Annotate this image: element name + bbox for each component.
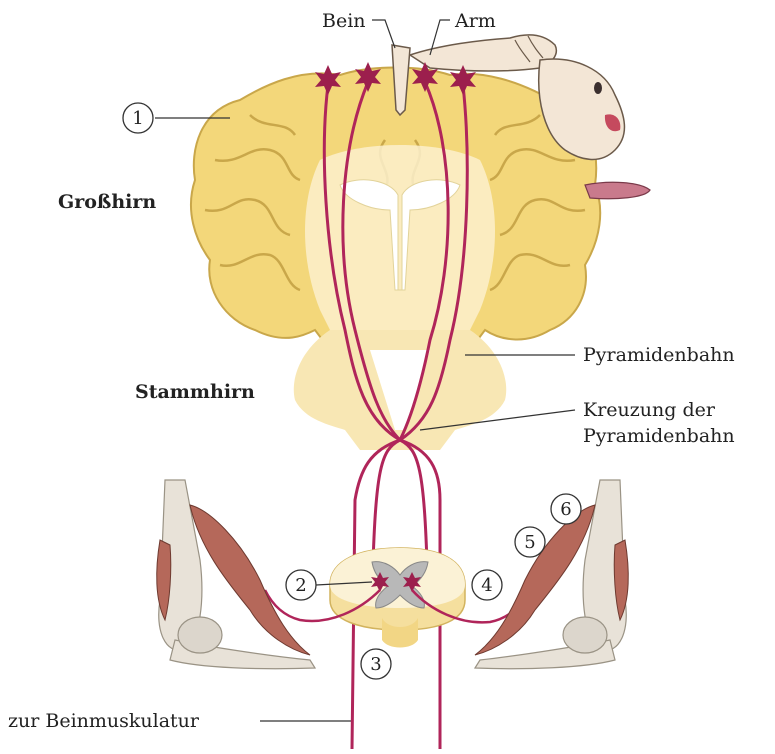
marker-3-text: 3 (370, 654, 381, 675)
homunculus-tongue (585, 182, 650, 198)
label-arm: Arm (454, 10, 496, 32)
marker-1-text: 1 (132, 108, 143, 129)
marker-5-text: 5 (524, 532, 535, 553)
marker-5: 5 (515, 527, 545, 557)
marker-2-text: 2 (295, 575, 306, 596)
label-kreuzung-line2: Pyramidenbahn (583, 425, 735, 447)
label-grosshirn: Großhirn (58, 191, 156, 213)
marker-4: 4 (472, 570, 502, 600)
marker-6: 6 (551, 494, 581, 524)
marker-3: 3 (361, 649, 391, 679)
marker-4-text: 4 (481, 575, 492, 596)
marker-1: 1 (123, 103, 153, 133)
brainstem (294, 330, 506, 450)
label-stammhirn: Stammhirn (135, 381, 255, 403)
homunculus-eye (594, 82, 602, 94)
right-joint (563, 617, 607, 653)
spinal-cord (330, 548, 465, 648)
label-beinmuskulatur: zur Beinmuskulatur (8, 710, 200, 732)
homunculus-arm (410, 35, 556, 71)
label-pyramidenbahn: Pyramidenbahn (583, 344, 735, 366)
bein-leader (372, 20, 395, 48)
left-joint (178, 617, 222, 653)
label-kreuzung-line1: Kreuzung der (583, 399, 716, 421)
marker-6-text: 6 (560, 499, 571, 520)
label-bein: Bein (322, 10, 366, 32)
